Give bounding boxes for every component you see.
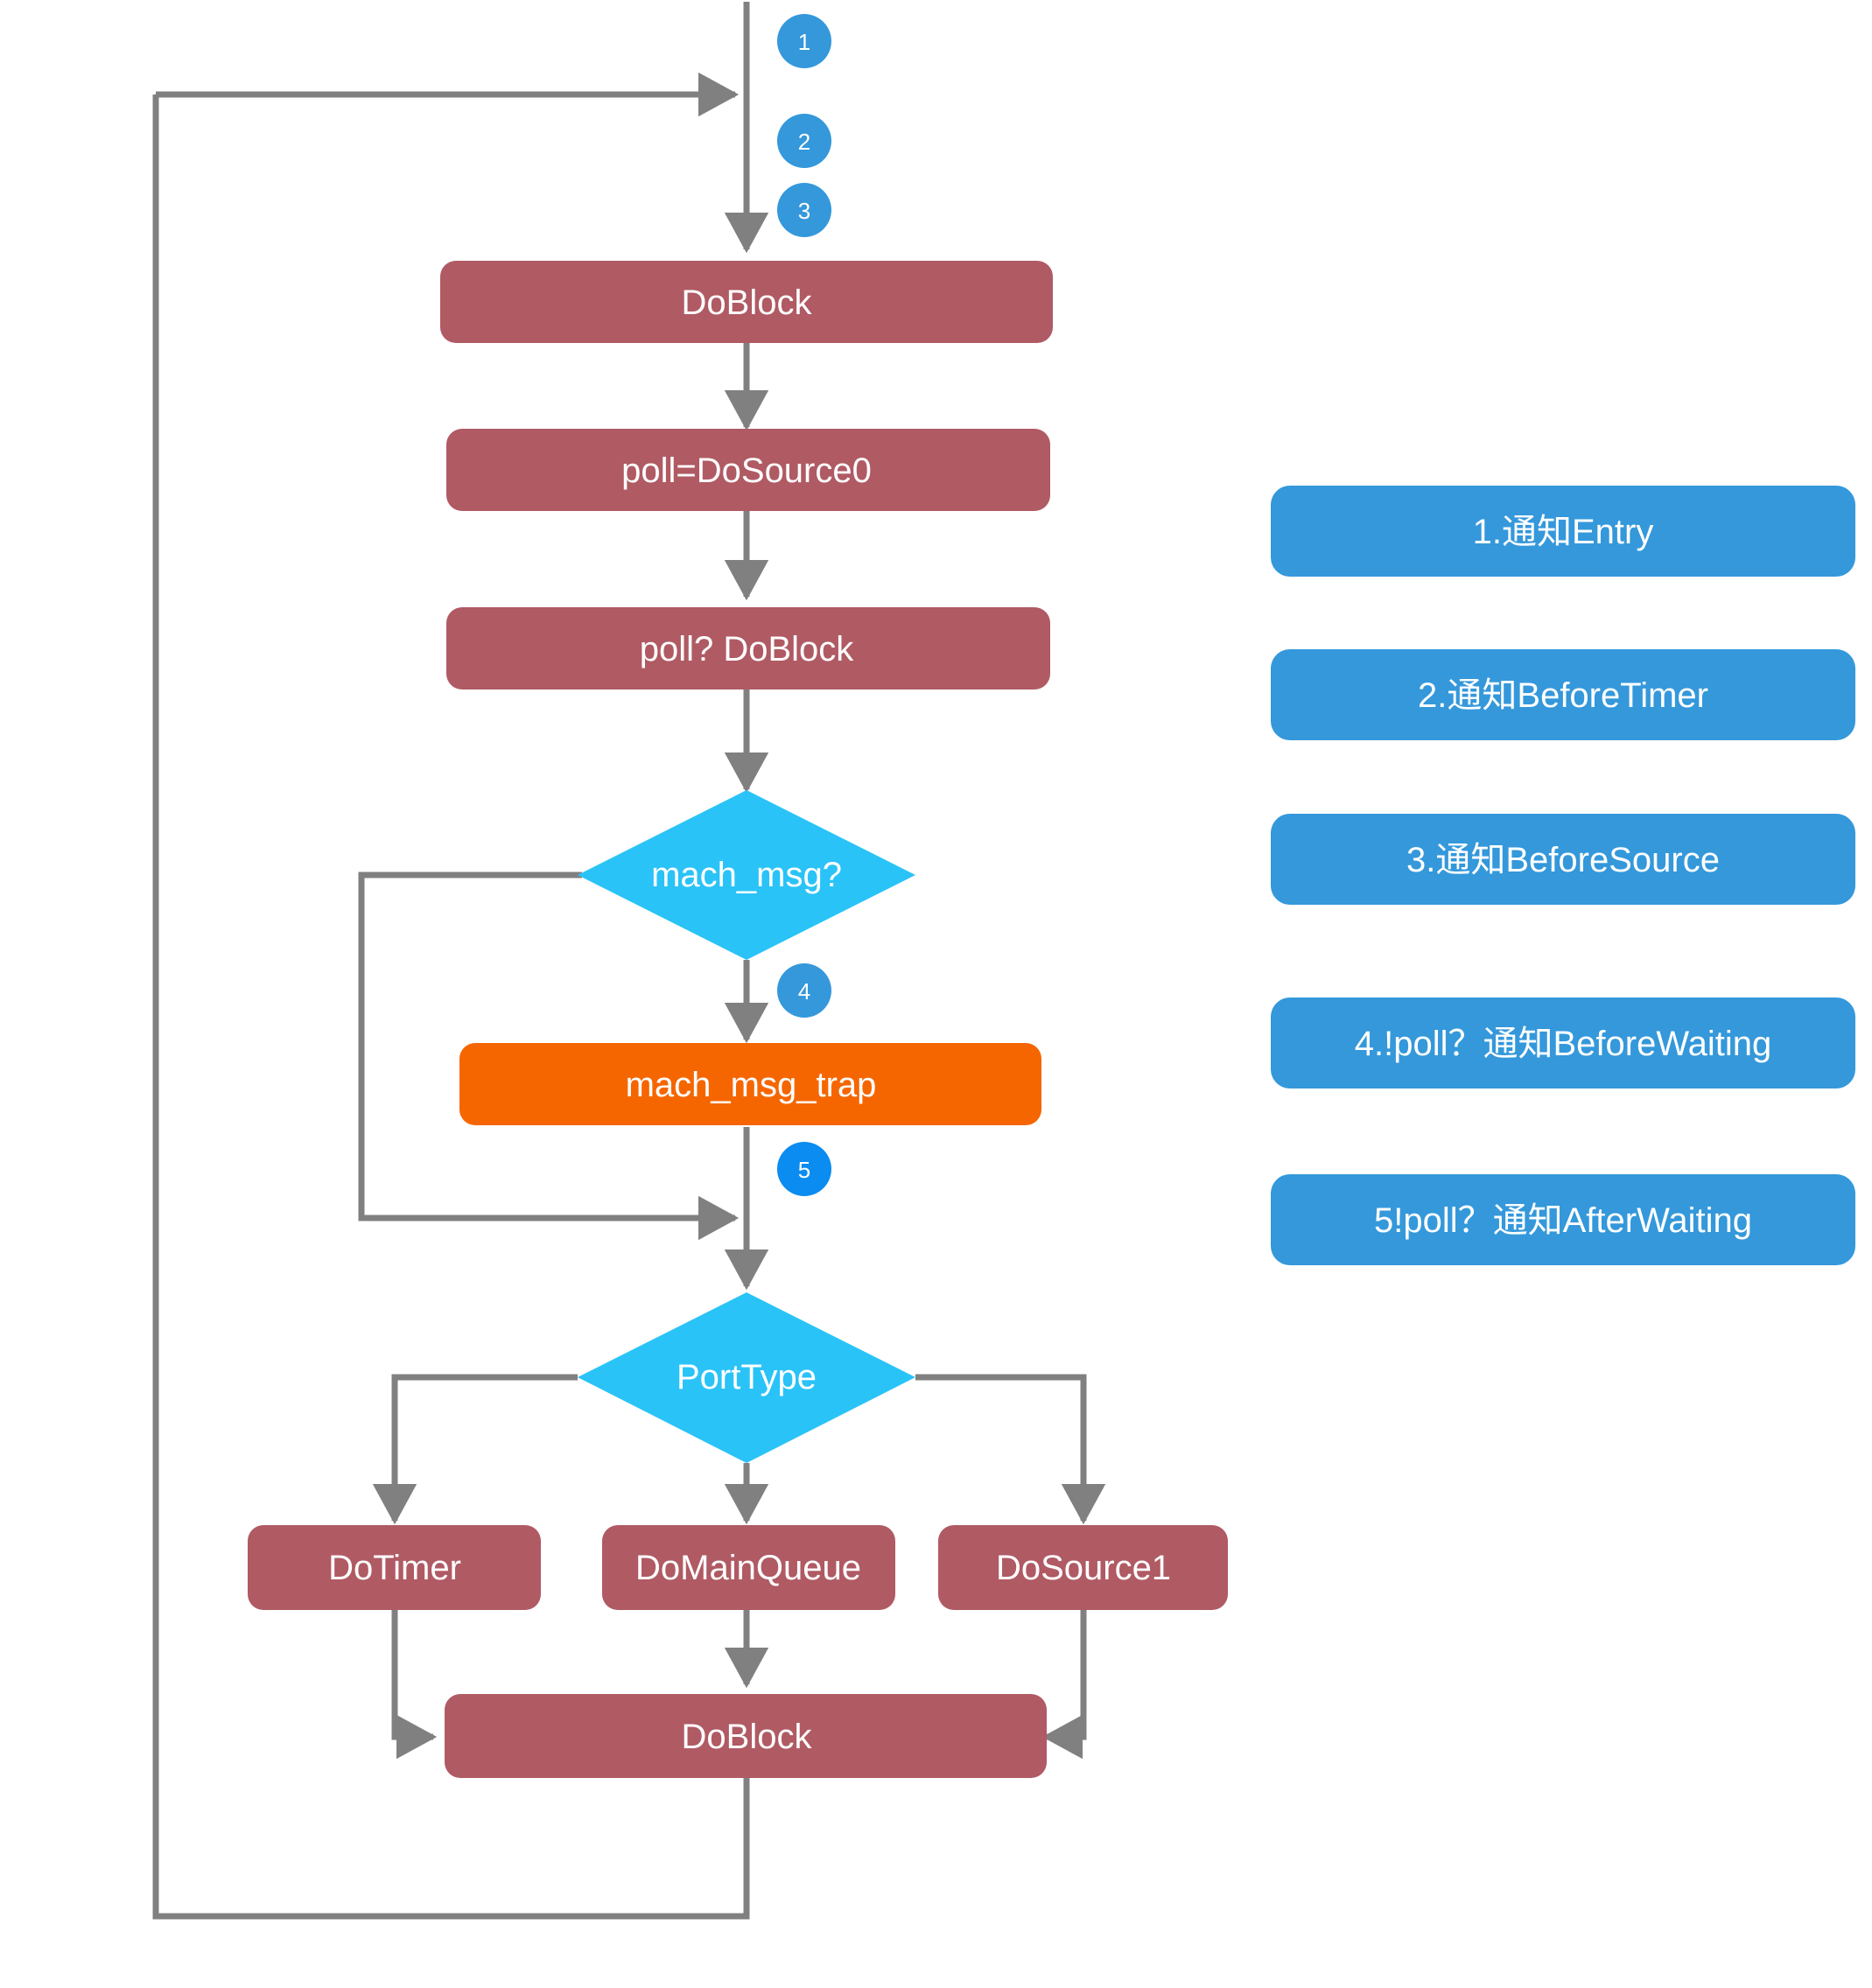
legend-item-2[interactable]: 2.通知BeforeTimer (1271, 649, 1855, 740)
edge-porttype-to-dosource1 (915, 1374, 1106, 1525)
node-do-source1-label: DoSource1 (996, 1549, 1171, 1587)
legend-item-2-label: 2.通知BeforeTimer (1418, 676, 1708, 715)
legend-panel: 1.通知Entry 2.通知BeforeTimer 3.通知BeforeSour… (1271, 486, 1855, 1265)
badge-2[interactable]: 2 (777, 114, 831, 168)
badge-4-label: 4 (798, 978, 810, 1004)
edge-machmsg-bypass (358, 872, 740, 1241)
badge-3[interactable]: 3 (777, 183, 831, 237)
badge-4[interactable]: 4 (777, 963, 831, 1018)
legend-item-5-label: 5!poll？通知AfterWaiting (1374, 1201, 1752, 1240)
node-layer: DoBlock poll=DoSource0 poll? DoBlock mac… (248, 261, 1228, 1778)
node-do-block-bottom-label: DoBlock (682, 1718, 813, 1756)
legend-item-4[interactable]: 4.!poll？通知BeforeWaiting (1271, 998, 1855, 1088)
node-mach-msg-decision-label: mach_msg? (651, 856, 842, 894)
edge-porttype-to-dotimer (372, 1374, 578, 1525)
legend-item-1-label: 1.通知Entry (1473, 513, 1654, 551)
badge-5-label: 5 (798, 1157, 810, 1183)
badge-1[interactable]: 1 (777, 14, 831, 68)
node-poll-dosource0-label: poll=DoSource0 (621, 452, 872, 490)
node-do-timer-label: DoTimer (328, 1549, 461, 1587)
node-port-type-decision[interactable]: PortType (578, 1292, 915, 1463)
legend-item-3-label: 3.通知BeforeSource (1406, 841, 1720, 879)
edge-layer (152, 2, 1106, 1920)
badge-1-label: 1 (798, 29, 810, 55)
node-poll-doblock[interactable]: poll? DoBlock (446, 607, 1050, 690)
badge-3-label: 3 (798, 198, 810, 224)
node-mach-msg-trap[interactable]: mach_msg_trap (459, 1043, 1041, 1125)
node-poll-dosource0[interactable]: poll=DoSource0 (446, 429, 1050, 511)
legend-item-4-label: 4.!poll？通知BeforeWaiting (1355, 1025, 1771, 1063)
edge-doblock-loop-return (152, 94, 750, 1920)
legend-item-5[interactable]: 5!poll？通知AfterWaiting (1271, 1174, 1855, 1265)
legend-item-1[interactable]: 1.通知Entry (1271, 486, 1855, 577)
node-do-block-top[interactable]: DoBlock (440, 261, 1053, 343)
node-do-main-queue-label: DoMainQueue (635, 1549, 861, 1587)
node-do-block-top-label: DoBlock (682, 284, 813, 322)
edge-dotimer-to-doblock (391, 1610, 438, 1760)
node-do-source1[interactable]: DoSource1 (938, 1525, 1228, 1610)
node-mach-msg-decision[interactable]: mach_msg? (578, 790, 915, 960)
badge-5[interactable]: 5 (777, 1142, 831, 1196)
badge-layer: 1 2 3 4 5 (777, 14, 831, 1196)
node-do-block-bottom[interactable]: DoBlock (445, 1694, 1047, 1778)
node-do-timer[interactable]: DoTimer (248, 1525, 541, 1610)
node-do-main-queue[interactable]: DoMainQueue (602, 1525, 895, 1610)
node-poll-doblock-label: poll? DoBlock (640, 630, 855, 668)
legend-item-3[interactable]: 3.通知BeforeSource (1271, 814, 1855, 905)
node-port-type-decision-label: PortType (677, 1358, 817, 1396)
edge-dosource1-to-doblock (1041, 1610, 1087, 1760)
badge-2-label: 2 (798, 129, 810, 155)
node-mach-msg-trap-label: mach_msg_trap (626, 1066, 877, 1104)
